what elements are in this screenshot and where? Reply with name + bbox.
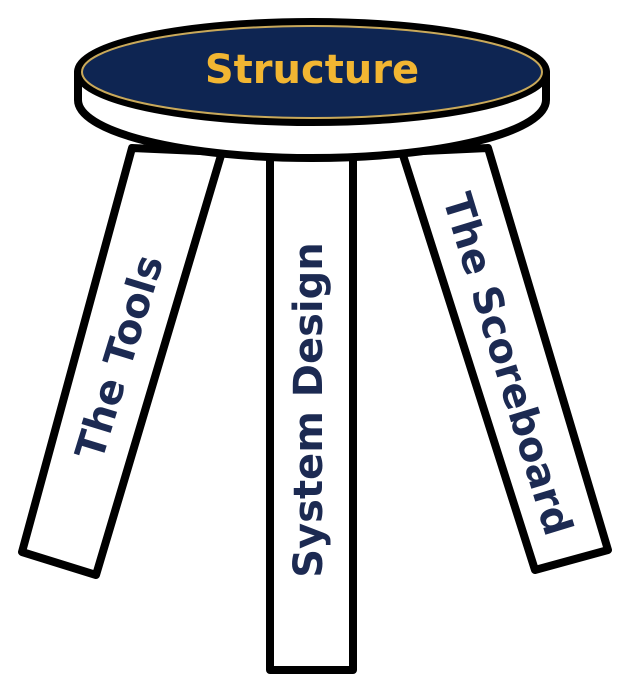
- leg-left: The Tools: [18, 144, 226, 579]
- seat-label: Structure: [205, 47, 419, 93]
- leg-middle-label: System Design: [286, 242, 332, 578]
- seat: Structure: [74, 18, 550, 162]
- leg-right: The Scoreboard: [398, 144, 612, 574]
- leg-middle: System Design: [266, 146, 357, 674]
